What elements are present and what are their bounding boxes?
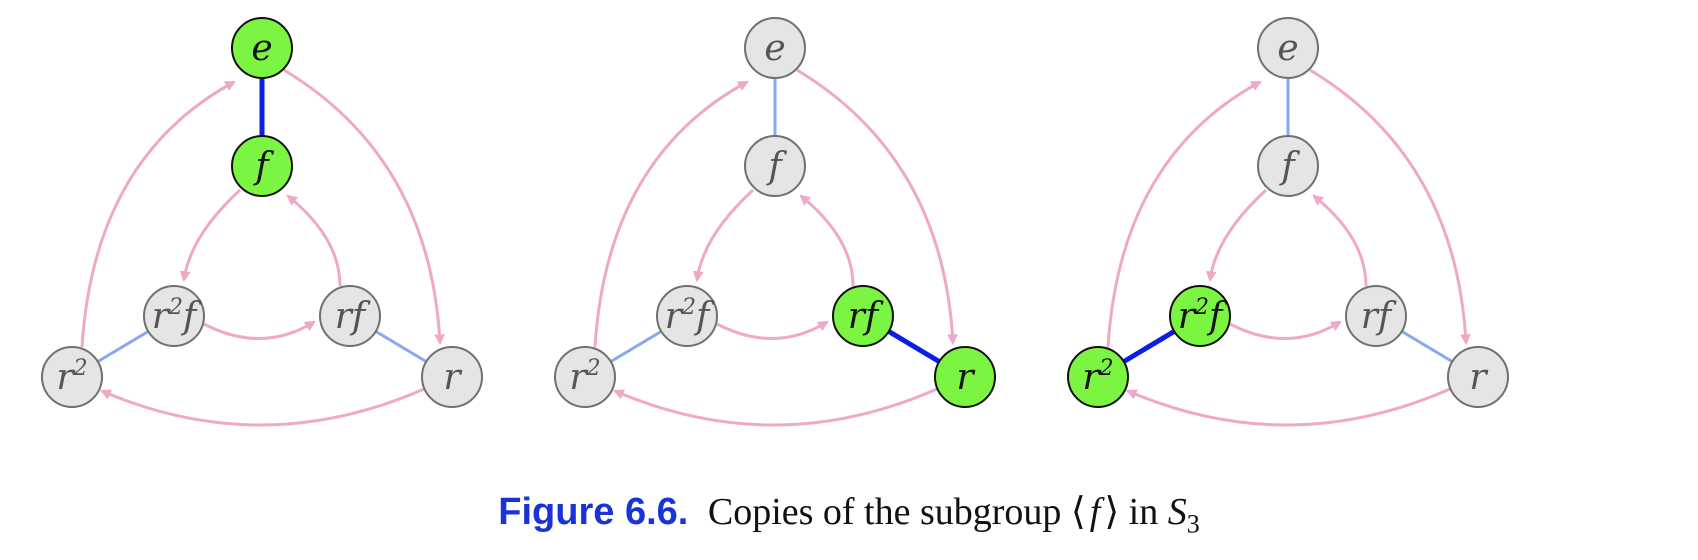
node-f: f — [231, 135, 293, 197]
node-label: rf — [1361, 296, 1397, 337]
node-circle — [832, 285, 894, 347]
node-circle — [554, 346, 616, 408]
node-label: r — [443, 357, 462, 398]
node-label: e — [251, 28, 272, 69]
arrow-r2-e — [80, 80, 236, 348]
node-circle — [1447, 346, 1509, 408]
node-label: rf — [848, 296, 884, 337]
arrow-e-r — [283, 68, 445, 346]
arrow-r2-e — [1106, 80, 1262, 348]
node-r2f: r2f — [1169, 285, 1231, 347]
arrow-r2f-rf — [203, 320, 316, 340]
caption-math-var: f — [1089, 491, 1101, 533]
node-e: e — [231, 17, 293, 79]
node-r2: r2 — [554, 346, 616, 408]
node-circle — [231, 17, 293, 79]
cayley-graph-3: e f r2f rf r2 r — [1067, 17, 1509, 427]
node-label: r2 — [56, 356, 87, 398]
caption-group: S — [1167, 491, 1187, 533]
node-rf: rf — [319, 285, 381, 347]
node-r: r — [421, 346, 483, 408]
node-f: f — [744, 135, 806, 197]
figure-number: Figure 6.6. — [498, 491, 689, 533]
node-r2f: r2f — [656, 285, 718, 347]
node-r2: r2 — [41, 346, 103, 408]
figure-caption: Figure 6.6. Copies of the subgroup ⟨f⟩ i… — [0, 488, 1698, 549]
caption-angle-open: ⟨ — [1070, 491, 1086, 533]
arrow-f-r2f — [179, 188, 242, 283]
node-label: rf — [335, 296, 371, 337]
arrow-r2f-rf — [1229, 320, 1342, 340]
node-rf: rf — [1345, 285, 1407, 347]
node-r2f: r2f — [143, 285, 205, 347]
node-e: e — [744, 17, 806, 79]
arrow-f-r2f — [1205, 188, 1268, 283]
node-label: e — [1277, 28, 1298, 69]
cayley-graph-1: e f r2f rf r2 r — [41, 17, 483, 427]
node-e: e — [1257, 17, 1319, 79]
node-label: r — [1469, 357, 1488, 398]
caption-text: Copies of the subgroup ⟨f⟩ in S3 — [698, 491, 1200, 539]
arrow-r-r2 — [613, 387, 938, 427]
node-label: r — [956, 357, 975, 398]
caption-text-mid: in — [1119, 491, 1168, 533]
node-r: r — [934, 346, 996, 408]
arrow-f-r2f — [692, 188, 755, 283]
arrow-e-r — [796, 68, 958, 346]
node-circle — [934, 346, 996, 408]
node-circle — [421, 346, 483, 408]
node-circle — [41, 346, 103, 408]
node-rf: rf — [832, 285, 894, 347]
arrow-rf-f — [286, 194, 342, 287]
node-label: r2 — [1082, 356, 1113, 398]
node-label: r2 — [569, 356, 600, 398]
caption-group-sub: 3 — [1186, 509, 1200, 539]
node-circle — [744, 135, 806, 197]
arrow-rf-f — [1312, 194, 1368, 287]
node-circle — [1169, 285, 1231, 347]
node-circle — [1257, 135, 1319, 197]
cayley-graph-2: e f r2f rf r2 r — [554, 17, 996, 427]
arrow-r2f-rf — [716, 320, 829, 340]
arrow-r-r2 — [100, 387, 425, 427]
arrow-e-r — [1309, 68, 1471, 346]
node-f: f — [1257, 135, 1319, 197]
node-r2: r2 — [1067, 346, 1129, 408]
node-circle — [231, 135, 293, 197]
node-circle — [143, 285, 205, 347]
node-r: r — [1447, 346, 1509, 408]
node-circle — [744, 17, 806, 79]
arrow-rf-f — [799, 194, 855, 287]
node-label: e — [764, 28, 785, 69]
caption-text-before: Copies of the subgroup — [707, 491, 1071, 533]
arrow-r-r2 — [1126, 387, 1451, 427]
caption-angle-close: ⟩ — [1104, 491, 1120, 533]
node-circle — [319, 285, 381, 347]
node-circle — [1345, 285, 1407, 347]
node-circle — [1067, 346, 1129, 408]
figure-diagrams: e f r2f rf r2 r e f r2f rf r2 r e f r2f rf r2 r — [41, 17, 1509, 427]
arrow-r2-e — [593, 80, 749, 348]
node-circle — [656, 285, 718, 347]
node-circle — [1257, 17, 1319, 79]
